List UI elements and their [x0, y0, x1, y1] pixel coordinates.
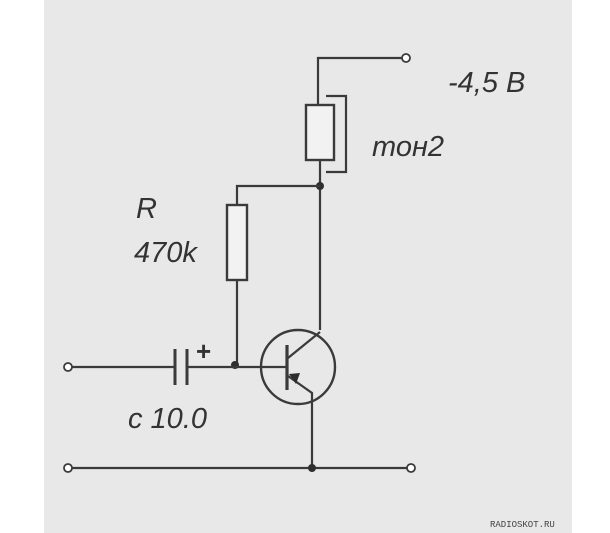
earphone-body — [304, 103, 336, 162]
transistor-collector-lead — [287, 331, 321, 359]
junction-ground — [308, 464, 316, 472]
input-terminal[interactable] — [63, 362, 73, 372]
capacitor-label: c 10.0 — [128, 403, 207, 435]
supply-label: -4,5 B — [448, 67, 525, 99]
ground-terminal-right[interactable] — [406, 463, 416, 473]
supply-terminal[interactable] — [401, 53, 411, 63]
earphone-bracket — [326, 94, 348, 174]
emitter-arrow-icon — [289, 373, 300, 384]
transistor-body — [259, 328, 337, 406]
resistor-body — [225, 203, 249, 282]
capacitor-polarity-label: + — [196, 336, 211, 366]
schematic-panel — [44, 0, 572, 533]
resistor-value-label: 470k — [134, 237, 198, 269]
earphone-label: тон2 — [372, 131, 444, 163]
ground-terminal-left[interactable] — [63, 463, 73, 473]
bias-top-wire — [235, 184, 320, 205]
transistor-emitter-lead — [287, 375, 314, 468]
watermark: RADIOSKOT.RU — [490, 520, 555, 530]
resistor-name-label: R — [136, 193, 157, 225]
